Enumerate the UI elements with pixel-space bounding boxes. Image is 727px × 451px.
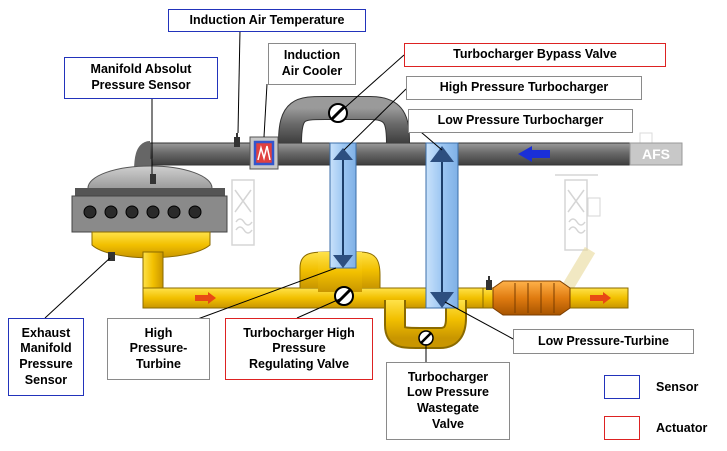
turbocharger-hp-regulating-valve-label: Turbocharger High Pressure Regulating Va… bbox=[225, 318, 373, 380]
exhaust-manifold-pressure-sensor-label: Exhaust Manifold Pressure Sensor bbox=[8, 318, 84, 396]
exhaust-temp-sensor bbox=[486, 276, 492, 290]
legend-sensor-swatch bbox=[604, 375, 640, 399]
turbocharger-bypass-valve-label: Turbocharger Bypass Valve bbox=[404, 43, 666, 67]
turbocharger-lp-wastegate-valve-label: Turbocharger Low Pressure Wastegate Valv… bbox=[386, 362, 510, 440]
induction-air-temperature-sensor bbox=[234, 133, 240, 147]
manifold-pressure-sensor bbox=[150, 174, 156, 184]
faded-actuator-left bbox=[231, 179, 255, 246]
high-pressure-turbine-label: High Pressure- Turbine bbox=[107, 318, 210, 380]
high-pressure-turbocharger bbox=[329, 142, 357, 269]
catalytic-converter bbox=[492, 280, 571, 316]
intake-flow-arrow bbox=[518, 146, 550, 162]
afs-label: AFS bbox=[642, 146, 670, 162]
engine-block bbox=[71, 165, 228, 259]
exhaust-flow-arrow-right bbox=[590, 292, 611, 304]
exhaust-manifold-pressure-sensor bbox=[108, 252, 115, 261]
hp-regulating-valve-symbol bbox=[334, 286, 354, 306]
low-pressure-turbine-label: Low Pressure-Turbine bbox=[513, 329, 694, 354]
faded-actuator-right bbox=[555, 132, 653, 251]
induction-air-cooler-label: Induction Air Cooler bbox=[268, 43, 356, 85]
wastegate-valve-symbol bbox=[418, 330, 434, 346]
induction-air-temperature-label: Induction Air Temperature bbox=[168, 9, 366, 32]
leader-lines bbox=[44, 29, 516, 364]
legend-sensor-label: Sensor bbox=[656, 380, 699, 394]
exhaust-flow-arrow-left bbox=[195, 292, 216, 304]
high-pressure-turbocharger-label: High Pressure Turbocharger bbox=[406, 76, 642, 100]
low-pressure-turbocharger bbox=[425, 142, 459, 309]
low-pressure-turbocharger-label: Low Pressure Turbocharger bbox=[408, 109, 633, 133]
induction-air-cooler bbox=[249, 136, 279, 170]
legend-actuator-swatch bbox=[604, 416, 640, 440]
manifold-absolute-pressure-sensor-label: Manifold Absolut Pressure Sensor bbox=[64, 57, 218, 99]
bypass-valve-symbol bbox=[328, 103, 348, 123]
afs-sensor: AFS bbox=[629, 142, 683, 166]
legend-actuator-label: Actuator bbox=[656, 421, 708, 435]
